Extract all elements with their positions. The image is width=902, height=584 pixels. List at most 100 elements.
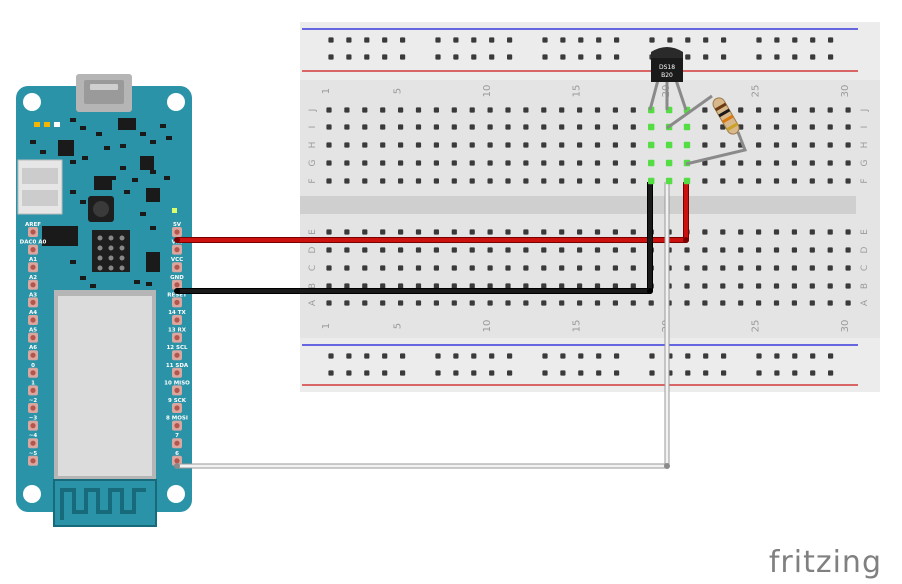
breadboard-hole: [684, 300, 690, 306]
breadboard-hole: [773, 142, 780, 148]
breadboard-hole: [415, 247, 422, 253]
pin-label: A4: [29, 310, 37, 316]
breadboard-hole: [559, 283, 565, 289]
breadboard-hole: [791, 124, 797, 130]
breadboard-hole: [791, 107, 797, 113]
breadboard-hole: [720, 229, 726, 235]
breadboard-hole: [380, 283, 386, 289]
breadboard-hole: [828, 353, 834, 359]
breadboard-hole: [578, 54, 584, 60]
breadboard-hole: [827, 142, 833, 148]
breadboard-hole: [577, 107, 583, 113]
breadboard-hole: [326, 247, 332, 253]
breadboard-hole: [774, 370, 780, 376]
header-pin-hole: [30, 282, 36, 288]
ds18b20-sensor[interactable]: [651, 58, 683, 82]
breadboard-hole: [596, 353, 602, 359]
chip: [140, 156, 154, 170]
breadboard-hole: [612, 283, 618, 289]
column-number: 1: [321, 88, 332, 94]
icsp-pin: [97, 265, 103, 271]
breadboard-hole: [560, 353, 566, 359]
breadboard-hole: [505, 247, 511, 253]
connected-hole: [648, 159, 655, 167]
breadboard-hole: [738, 178, 744, 184]
pin-label: 1: [31, 380, 35, 386]
breadboard-hole: [542, 353, 548, 359]
led: [172, 208, 177, 213]
breadboard-hole: [400, 37, 406, 43]
breadboard-hole: [738, 229, 744, 235]
mounting-hole: [167, 485, 185, 503]
mounting-hole: [167, 93, 185, 111]
breadboard-hole: [827, 247, 833, 253]
breadboard-hole: [845, 142, 851, 148]
breadboard-hole: [577, 142, 583, 148]
breadboard-hole: [845, 124, 851, 130]
breadboard-hole: [380, 142, 386, 148]
pin-label: A5: [29, 328, 37, 334]
breadboard-hole: [471, 353, 477, 359]
breadboard-hole: [328, 37, 334, 43]
breadboard-hole: [630, 178, 636, 184]
breadboard-hole: [773, 229, 780, 235]
smd-part: [164, 176, 170, 180]
breadboard-hole: [487, 283, 493, 289]
icsp-pin: [119, 235, 125, 241]
breadboard-hole: [380, 229, 386, 235]
pin-label: 10 MISO: [164, 380, 190, 386]
icsp-pin: [108, 235, 114, 241]
breadboard-hole: [612, 265, 618, 271]
column-number: 10: [482, 320, 493, 333]
header-pin-hole: [30, 440, 36, 446]
center-channel: [300, 196, 856, 214]
smd-part: [90, 284, 96, 288]
header-pin-hole: [174, 335, 180, 341]
breadboard-hole: [433, 142, 439, 148]
resistor[interactable]: [711, 96, 741, 137]
breadboard-hole: [542, 370, 548, 376]
breadboard-hole: [773, 160, 780, 166]
header-pin-hole: [174, 440, 180, 446]
sensor-leg: [648, 79, 660, 111]
breadboard-hole: [577, 265, 583, 271]
breadboard-hole: [791, 265, 797, 271]
breadboard-hole: [523, 283, 529, 289]
breadboard-hole: [326, 142, 332, 148]
breadboard-hole: [577, 124, 583, 130]
breadboard-hole: [703, 353, 709, 359]
breadboard-hole: [523, 229, 529, 235]
breadboard-hole: [702, 283, 708, 289]
breadboard-hole: [630, 142, 636, 148]
breadboard-hole: [596, 370, 602, 376]
breadboard-hole: [469, 160, 475, 166]
breadboard-hole: [507, 370, 513, 376]
breadboard-hole: [596, 37, 602, 43]
column-number: 25: [751, 320, 762, 333]
breadboard-hole: [578, 37, 584, 43]
breadboard-hole: [523, 160, 529, 166]
breadboard-hole: [612, 160, 618, 166]
breadboard-hole: [756, 265, 762, 271]
breadboard-hole: [720, 178, 726, 184]
breadboard-hole: [845, 265, 851, 271]
breadboard-hole: [809, 142, 815, 148]
connected-hole: [683, 123, 691, 131]
breadboard-hole: [523, 124, 529, 130]
breadboard-hole: [756, 353, 762, 359]
fritzing-logo: fritzing: [768, 545, 882, 580]
breadboard-hole: [594, 178, 601, 184]
breadboard-hole: [380, 107, 386, 113]
smd-part: [150, 226, 156, 230]
smd-part: [70, 160, 76, 164]
breadboard-hole: [398, 265, 404, 271]
pin-label: ~5: [29, 451, 38, 457]
antenna-trace: [60, 488, 146, 520]
breadboard-hole: [541, 160, 547, 166]
breadboard-hole: [773, 124, 780, 130]
icsp-pin: [97, 245, 103, 251]
breadboard-hole: [791, 300, 797, 306]
row-letter: F: [308, 178, 318, 183]
